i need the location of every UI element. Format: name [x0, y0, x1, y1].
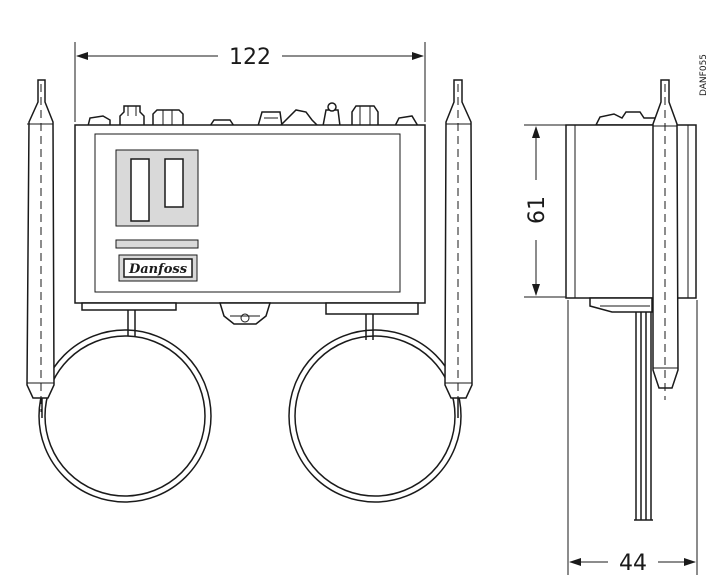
width-dimension-label: 122: [229, 45, 271, 70]
side-capillaries: [634, 300, 653, 521]
capillary-coil-left: [38, 329, 212, 503]
top-adjusters: [87, 102, 420, 127]
height-dimension: 61: [524, 124, 566, 298]
width-dimension: 122: [74, 42, 426, 122]
height-dimension-label: 61: [525, 196, 550, 224]
depth-dimension-label: 44: [619, 551, 647, 576]
side-sensor-bulb: [652, 79, 679, 400]
brand-logo: Danfoss: [118, 254, 198, 282]
sensor-bulb-left: [26, 79, 55, 412]
setting-scale-window: [115, 149, 199, 249]
side-view: 61 44: [524, 54, 709, 576]
capillary-coil-right: [288, 329, 462, 503]
drawing-reference: DANF055: [699, 54, 709, 96]
front-view: 122: [26, 42, 473, 503]
depth-dimension: 44: [567, 300, 698, 576]
sensor-bulb-right: [444, 79, 473, 412]
brand-logo-text: Danfoss: [128, 262, 188, 277]
